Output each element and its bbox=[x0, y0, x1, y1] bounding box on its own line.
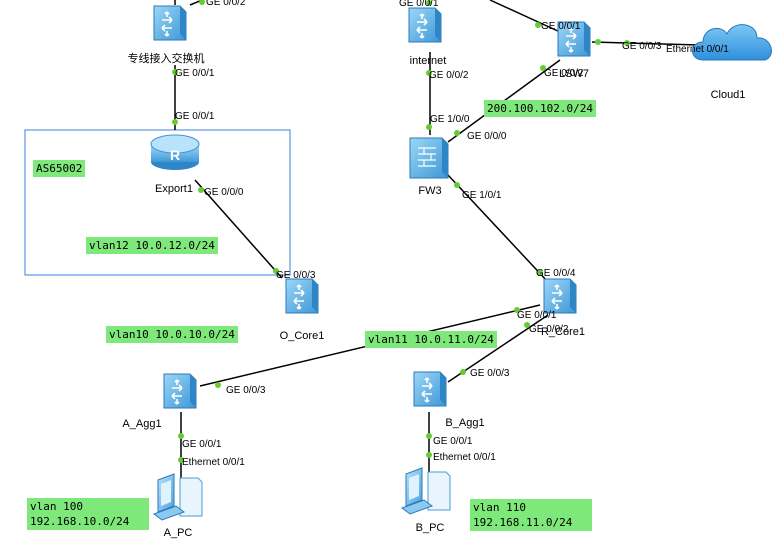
port-label: Ethernet 0/0/1 bbox=[433, 452, 496, 463]
port-label: GE 0/0/1 bbox=[182, 439, 222, 450]
device-label-sw-top: 专线接入交换机 bbox=[128, 51, 205, 65]
switch-icon[interactable] bbox=[285, 278, 319, 314]
switch-icon[interactable] bbox=[153, 5, 187, 41]
device-label-b-pc: B_PC bbox=[416, 522, 445, 534]
port-label: GE 0/0/1 bbox=[433, 436, 473, 447]
port-label: Ethernet 0/0/1 bbox=[666, 44, 729, 55]
svg-text:R: R bbox=[170, 147, 180, 163]
pc-icon[interactable] bbox=[152, 473, 203, 521]
device-label-fw3: FW3 bbox=[418, 185, 441, 197]
port-label: GE 0/0/2 bbox=[529, 324, 569, 335]
note-vlan110-line1: vlan 110 bbox=[473, 501, 526, 514]
port-label: GE 0/0/0 bbox=[204, 187, 244, 198]
port-label: GE 0/0/4 bbox=[536, 268, 576, 279]
device-label-a-pc: A_PC bbox=[164, 527, 193, 539]
port-label: GE 0/0/1 bbox=[175, 111, 215, 122]
device-label-r-core1: R_Core1 bbox=[541, 326, 585, 338]
port-label: GE 0/0/2 bbox=[206, 0, 246, 8]
device-label-cloud1: Cloud1 bbox=[711, 89, 746, 101]
port-label: GE 0/0/3 bbox=[622, 41, 662, 52]
note-vlan110: vlan 110 192.168.11.0/24 bbox=[470, 499, 592, 531]
port-label: GE 0/0/1 bbox=[175, 68, 215, 79]
device-label-export1: Export1 bbox=[155, 183, 193, 195]
port-dots bbox=[172, 0, 630, 463]
note-net200: 200.100.102.0/24 bbox=[484, 100, 596, 117]
port-label: GE 0/0/1 bbox=[541, 21, 581, 32]
note-vlan100: vlan 100 192.168.10.0/24 bbox=[27, 498, 149, 530]
link-lsw7-up bbox=[489, 0, 561, 33]
port-label: GE 0/0/2 bbox=[544, 68, 584, 79]
cloud-icon[interactable] bbox=[692, 24, 772, 61]
pc-icon[interactable] bbox=[400, 467, 451, 515]
switch-icon[interactable] bbox=[413, 371, 447, 407]
note-vlan12: vlan12 10.0.12.0/24 bbox=[86, 237, 218, 254]
port-label: GE 0/0/3 bbox=[470, 368, 510, 379]
device-label-b-agg1: B_Agg1 bbox=[445, 417, 484, 429]
router-icon[interactable]: R bbox=[150, 134, 200, 170]
link-fw3-rcore1 bbox=[447, 174, 549, 283]
device-label-a-agg1: A_Agg1 bbox=[122, 418, 161, 430]
port-label: GE 0/0/0 bbox=[467, 131, 507, 142]
note-vlan100-line2: 192.168.10.0/24 bbox=[30, 515, 130, 528]
port-label: GE 1/0/0 bbox=[430, 114, 470, 125]
port-label: GE 0/0/1 bbox=[517, 310, 557, 321]
switch-icon[interactable] bbox=[163, 373, 197, 409]
link-lsw7-cloud1 bbox=[591, 41, 701, 46]
device-label-lsw7: LSW7 bbox=[559, 68, 589, 80]
as-area-box bbox=[24, 129, 291, 276]
device-label-o-core1: O_Core1 bbox=[280, 330, 325, 342]
note-vlan110-line2: 192.168.11.0/24 bbox=[473, 516, 573, 529]
link-export1-ocore1 bbox=[194, 179, 283, 279]
device-label-internet: internet bbox=[410, 55, 447, 67]
switch-icon[interactable] bbox=[408, 7, 442, 43]
note-vlan100-line1: vlan 100 bbox=[30, 500, 83, 513]
port-label: GE 0/0/1 bbox=[399, 0, 439, 9]
note-vlan10: vlan10 10.0.10.0/24 bbox=[106, 326, 238, 343]
port-label: GE 0/0/2 bbox=[429, 70, 469, 81]
port-label: GE 0/0/3 bbox=[226, 385, 266, 396]
port-label: Ethernet 0/0/1 bbox=[182, 457, 245, 468]
note-as: AS65002 bbox=[33, 160, 86, 177]
firewall-icon[interactable] bbox=[409, 137, 449, 179]
port-label: GE 1/0/1 bbox=[462, 190, 502, 201]
switch-icon[interactable] bbox=[543, 278, 577, 314]
note-vlan11: vlan11 10.0.11.0/24 bbox=[365, 331, 497, 348]
port-label: GE 0/0/3 bbox=[276, 270, 316, 281]
